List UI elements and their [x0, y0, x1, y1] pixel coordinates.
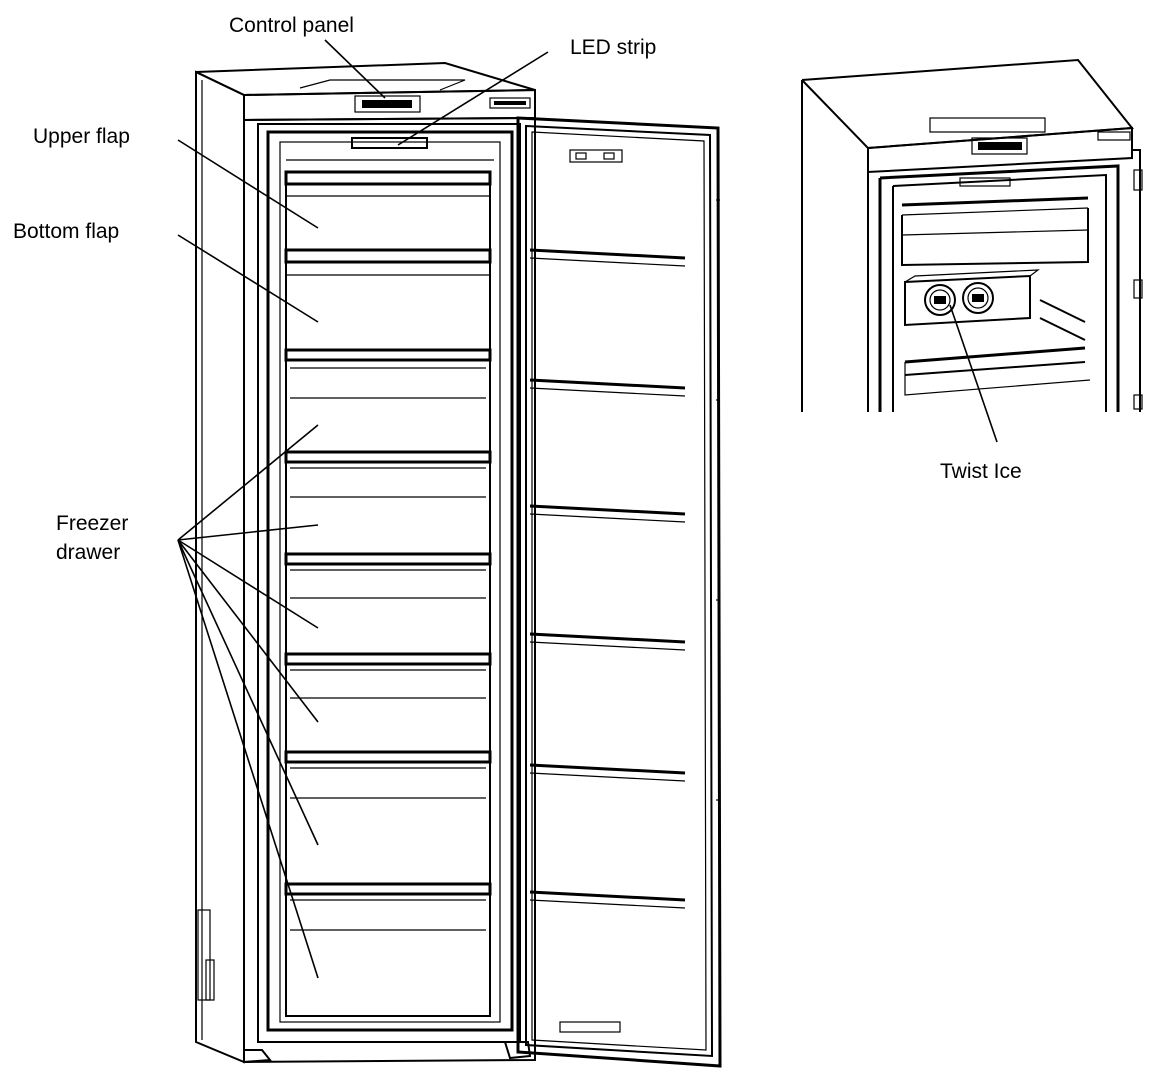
twist-ice-inset-illustration [801, 58, 1143, 412]
freezer-door-illustration [516, 116, 722, 1068]
leader-led-strip [397, 51, 549, 146]
label-control-panel: Control panel [229, 14, 354, 37]
label-freezer-drawer-line2: drawer [56, 541, 120, 564]
freezer-main-illustration [195, 61, 536, 1064]
leader-upper-flap [177, 139, 319, 229]
label-led-strip: LED strip [570, 36, 656, 59]
label-freezer-drawer-line1: Freezer [56, 512, 128, 535]
leader-bottom-flap [177, 234, 319, 323]
leader-twist-ice [949, 304, 998, 443]
leader-freezer-drawers [177, 424, 319, 979]
label-twist-ice: Twist Ice [940, 460, 1022, 483]
label-upper-flap: Upper flap [33, 125, 130, 148]
leader-lines [177, 39, 998, 979]
leader-control-panel [324, 39, 386, 99]
label-bottom-flap: Bottom flap [13, 220, 119, 243]
